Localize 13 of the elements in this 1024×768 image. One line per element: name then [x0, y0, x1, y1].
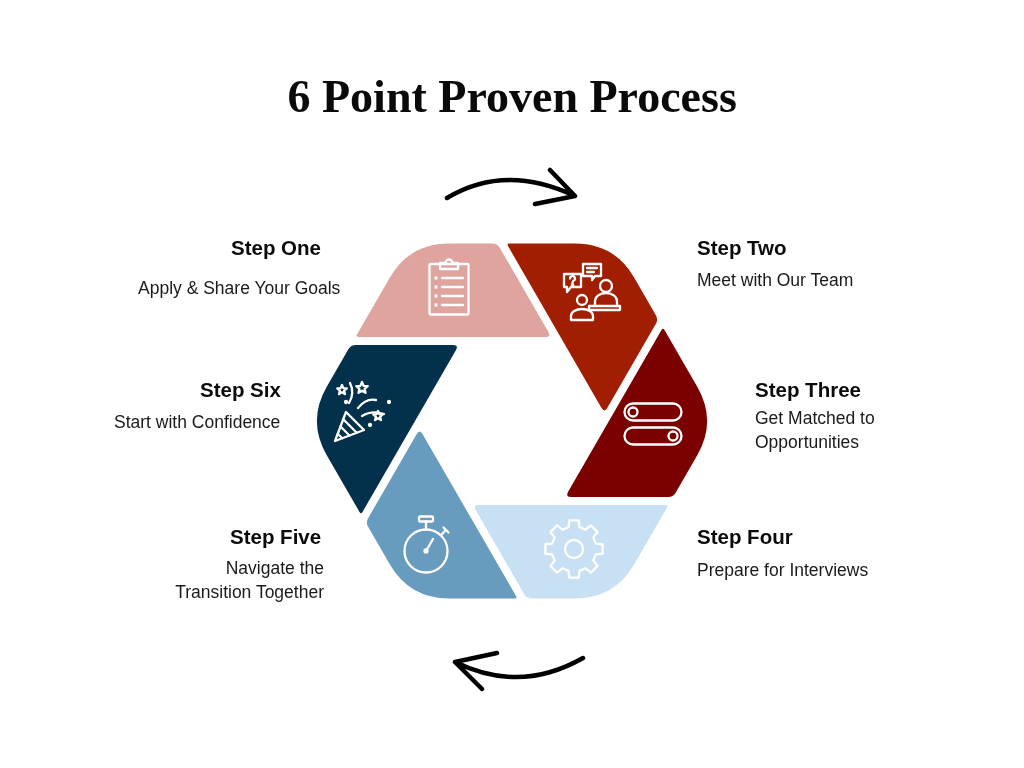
step-description: Apply & Share Your Goals [138, 277, 341, 300]
title: 6 Point Proven Process [287, 70, 737, 124]
step-heading: Step Four [697, 525, 793, 549]
step-description: Get Matched to Opportunities [755, 407, 876, 454]
step-heading: Step One [231, 236, 321, 260]
step-description: Start with Confidence [114, 411, 281, 434]
step-heading: Step Six [200, 378, 281, 402]
step-description: Navigate the Transition Together [174, 557, 324, 604]
step-heading: Step Five [230, 525, 322, 549]
step-description: Meet with Our Team [697, 269, 854, 292]
step-heading: Step Two [697, 236, 787, 260]
step-description: Prepare for Interviews [697, 559, 869, 582]
step-heading: Step Three [755, 378, 861, 402]
